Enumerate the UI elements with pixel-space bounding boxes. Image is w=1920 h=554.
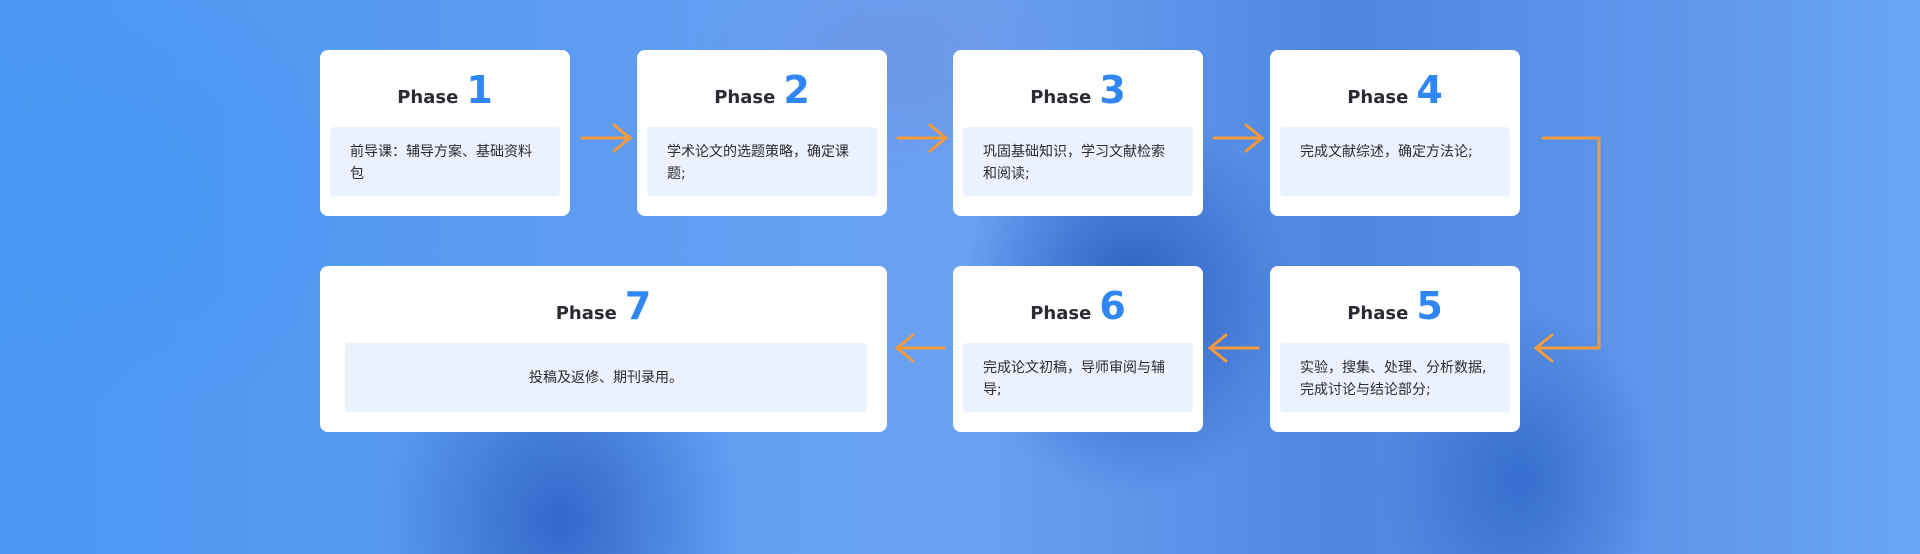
phase-description: 学术论文的选题策略，确定课题; (647, 127, 877, 196)
phase-description: 完成论文初稿，导师审阅与辅导; (963, 343, 1193, 412)
phase-description: 巩固基础知识，学习文献检索和阅读; (963, 127, 1193, 196)
phase-number: 1 (466, 68, 493, 112)
arrow-2-3 (896, 123, 949, 153)
phase-label: Phase (1030, 87, 1092, 108)
phase-card-6: Phase 6 完成论文初稿，导师审阅与辅导; (953, 266, 1203, 432)
phase-number: 4 (1416, 68, 1443, 112)
phase-card-4: Phase 4 完成文献综述，确定方法论; (1270, 50, 1520, 216)
phase-label: Phase (1347, 87, 1409, 108)
arrow-6-7 (894, 333, 946, 363)
phase-label: Phase (555, 303, 617, 324)
phase-label: Phase (1030, 303, 1092, 324)
phase-card-2: Phase 2 学术论文的选题策略，确定课题; (637, 50, 887, 216)
phase-label: Phase (714, 87, 776, 108)
arrow-1-2 (580, 123, 633, 153)
arrow-4-5 (1533, 136, 1601, 363)
phase-card-7: Phase 7 投稿及返修、期刊录用。 (320, 266, 887, 432)
arrow-5-6 (1207, 333, 1260, 363)
phase-number: 3 (1099, 68, 1126, 112)
phase-description: 完成文献综述，确定方法论; (1280, 127, 1510, 196)
phase-label: Phase (1347, 303, 1409, 324)
phase-number: 6 (1099, 284, 1126, 328)
phase-number: 2 (783, 68, 810, 112)
phase-card-5: Phase 5 实验，搜集、处理、分析数据,完成讨论与结论部分; (1270, 266, 1520, 432)
arrow-3-4 (1212, 123, 1265, 153)
phase-label: Phase (397, 87, 459, 108)
phase-description: 前导课：辅导方案、基础资料包 (330, 127, 560, 196)
phase-description: 实验，搜集、处理、分析数据,完成讨论与结论部分; (1280, 343, 1510, 412)
phase-card-3: Phase 3 巩固基础知识，学习文献检索和阅读; (953, 50, 1203, 216)
phase-number: 7 (624, 284, 652, 328)
phase-number: 5 (1416, 284, 1443, 328)
phase-card-1: Phase 1 前导课：辅导方案、基础资料包 (320, 50, 570, 216)
phase-description: 投稿及返修、期刊录用。 (345, 343, 867, 412)
